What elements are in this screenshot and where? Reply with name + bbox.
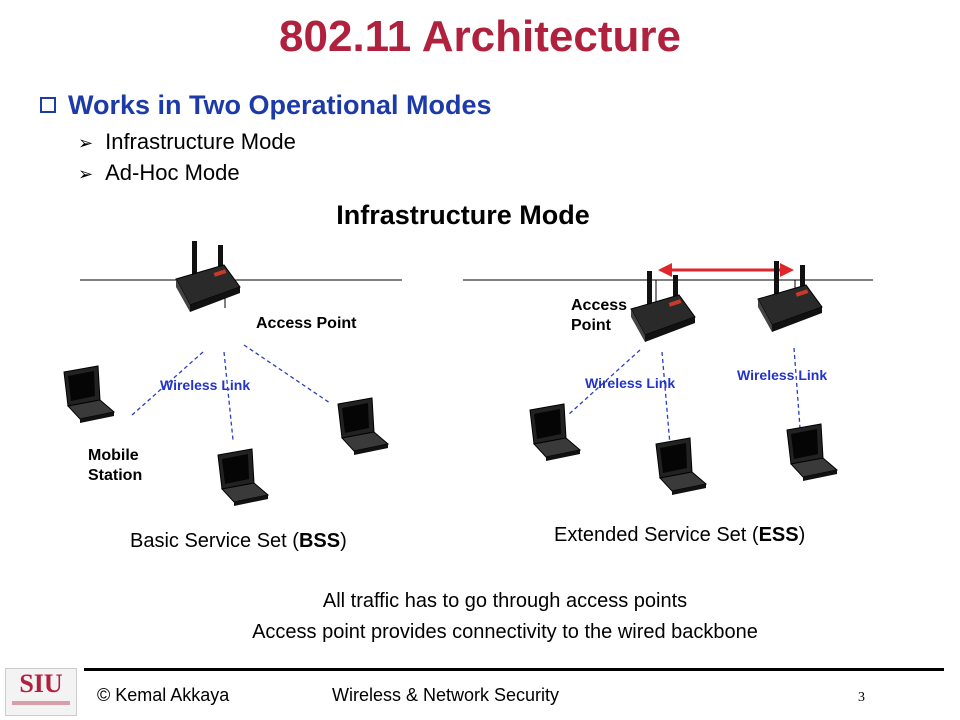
footer-divider <box>84 668 944 671</box>
mobile-station-label-line2: Station <box>88 467 143 484</box>
logo-subline <box>12 701 70 705</box>
ess-link-1 <box>567 349 641 416</box>
ess-caption: Extended Service Set (ESS) <box>554 524 805 547</box>
laptop-icon <box>529 403 581 462</box>
ess-caption-acronym: ESS <box>758 524 799 546</box>
arrow-bullet-icon: ➢ <box>78 164 94 184</box>
laptop-icon <box>217 448 269 507</box>
bss-caption-acronym: BSS <box>298 530 341 552</box>
bss-access-point-icon <box>175 240 241 313</box>
sub-bullet-2: ➢ Ad-Hoc Mode <box>78 160 240 186</box>
bss-wireless-link-label: Wireless Link <box>160 377 251 393</box>
university-logo: SIU <box>5 668 77 716</box>
ess-link-2 <box>661 351 671 446</box>
ess-wireless-link-label-1: Wireless Link <box>585 375 676 391</box>
ess-access-label-line2: Point <box>571 317 611 334</box>
diagram-title: Infrastructure Mode <box>336 200 590 230</box>
slide-title: 802.11 Architecture <box>279 12 681 61</box>
ess-caption-prefix: Extended Service Set ( <box>554 524 759 546</box>
logo-mark: SIU <box>19 669 63 698</box>
ess-access-point-label: Access Point <box>571 296 627 336</box>
ess-wireless-links <box>567 347 801 446</box>
bss-wireless-links <box>131 344 331 441</box>
sub-bullet-text: Ad-Hoc Mode <box>105 160 240 185</box>
bss-link-left <box>131 351 204 416</box>
footer-author: © Kemal Akkaya <box>97 685 230 705</box>
ess-wireless-link-label-2: Wireless Link <box>737 367 828 383</box>
mobile-station-label: Mobile Station <box>88 446 142 486</box>
note-line-1: All traffic has to go through access poi… <box>322 590 688 612</box>
main-bullet: Works in Two Operational Modes <box>40 90 492 121</box>
bss-link-middle <box>223 351 234 441</box>
bss-caption: Basic Service Set (BSS) <box>130 530 347 553</box>
ess-link-3 <box>793 347 801 429</box>
checkbox-bullet-icon <box>40 97 56 113</box>
main-bullet-text: Works in Two Operational Modes <box>68 90 492 120</box>
footer-course: Wireless & Network Security <box>332 685 560 705</box>
sub-bullet-1: ➢ Infrastructure Mode <box>78 129 296 155</box>
ess-caption-suffix: ) <box>798 524 806 546</box>
laptop-icon <box>655 437 707 496</box>
bss-access-point-label: Access Point <box>256 315 357 332</box>
ess-access-point-1-icon <box>630 270 696 343</box>
ess-access-label-line1: Access <box>571 297 628 314</box>
arrow-bullet-icon: ➢ <box>78 133 94 153</box>
bss-caption-suffix: ) <box>340 530 347 552</box>
note-line-2: Access point provides connectivity to th… <box>252 621 758 643</box>
mobile-station-label-line1: Mobile <box>88 447 139 464</box>
laptop-icon <box>786 423 838 482</box>
bss-link-right <box>243 344 331 404</box>
roaming-arrow <box>658 263 794 277</box>
laptop-icon <box>337 397 389 456</box>
bss-caption-prefix: Basic Service Set ( <box>130 530 299 552</box>
laptop-icon <box>63 365 115 424</box>
sub-bullet-text: Infrastructure Mode <box>105 129 296 154</box>
page-number: 3 <box>858 690 865 705</box>
